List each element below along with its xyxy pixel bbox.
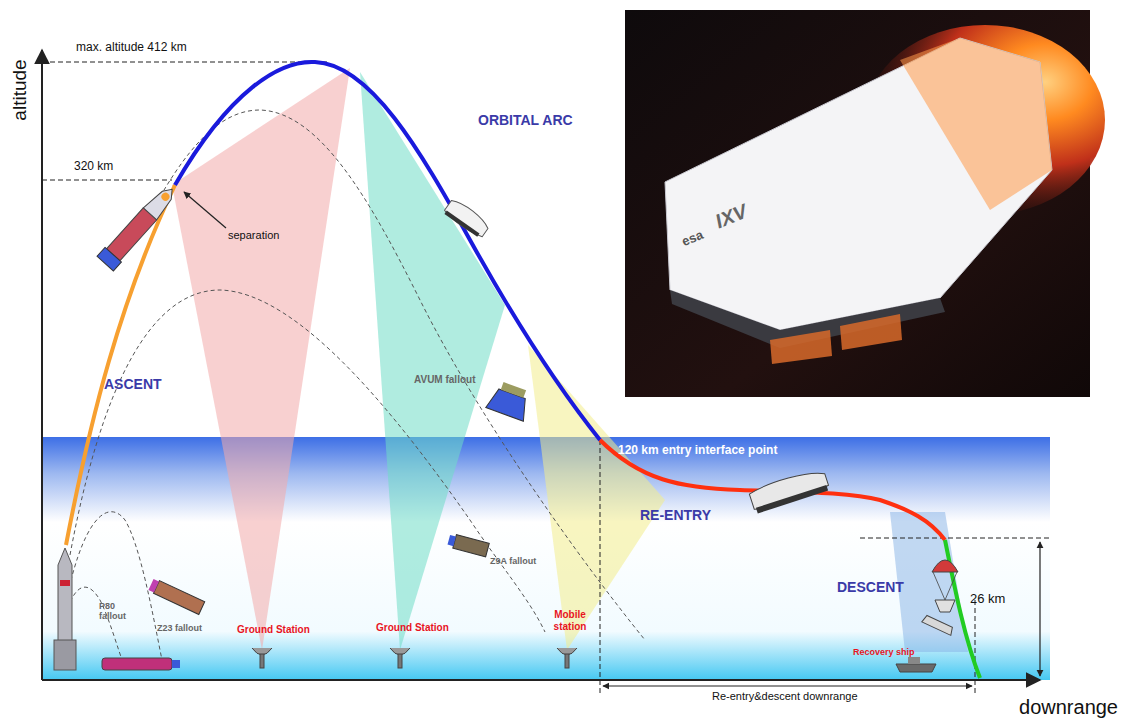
dish-mast — [260, 654, 264, 668]
vehicle-icon — [748, 467, 830, 514]
logo-text: esa — [680, 228, 706, 250]
stage-debris-icon — [148, 578, 205, 614]
vehicle-heatshield — [444, 211, 479, 237]
fallout-label: Z9A fallout — [490, 556, 536, 566]
recovery-ship-icon — [896, 657, 936, 672]
debris-top — [501, 382, 526, 398]
dashed-arc — [70, 290, 545, 632]
vehicle-icon — [922, 615, 954, 636]
station-label: Mobile station — [548, 609, 592, 632]
altitude-label: max. altitude 412 km — [76, 41, 187, 55]
ship-label: Recovery ship — [853, 647, 915, 657]
vehicle-heatshield — [756, 485, 828, 514]
axis-label: downrange — [1019, 696, 1118, 719]
debris-body — [153, 581, 204, 615]
debris-body — [102, 658, 172, 670]
launcher-icon — [54, 548, 76, 670]
leader-line — [184, 192, 226, 228]
parachute-line — [945, 572, 957, 600]
ixv-inset — [625, 10, 1105, 397]
body-flap — [770, 330, 832, 364]
vehicle-body — [935, 600, 955, 612]
body-flap — [840, 314, 902, 350]
stage-debris-icon — [486, 379, 534, 421]
stage-nozzle — [97, 247, 121, 271]
fallout-label: AVUM fallout — [414, 374, 475, 386]
station-label: Ground Station — [376, 622, 449, 634]
altitude-reference — [42, 180, 172, 181]
vehicle-body — [443, 197, 491, 239]
stage-debris-icon — [102, 658, 180, 670]
fallout-label: Z23 fallout — [157, 623, 202, 633]
ascent-trajectory — [66, 185, 175, 545]
debris-nozzle — [448, 535, 456, 546]
station-label: Ground Station — [237, 624, 310, 636]
fallout-label: P80 fallout — [99, 601, 137, 622]
ground-stations — [252, 648, 577, 668]
debris-body — [453, 535, 489, 557]
debris-nozzle — [148, 579, 159, 592]
dimension-label: 26 km — [970, 592, 1005, 607]
dashed-arc — [150, 110, 645, 640]
phase-label: DESCENT — [837, 579, 904, 595]
visibility-cone — [172, 68, 350, 650]
vehicle-icon — [443, 197, 491, 239]
orbital-trajectory — [175, 62, 600, 440]
entry-interface-label: 120 km entry interface point — [618, 444, 777, 458]
altitude-reference — [42, 62, 330, 63]
reentry-trajectory — [600, 440, 945, 540]
parachute-icon — [922, 560, 958, 635]
dish-antenna — [252, 648, 272, 668]
stage-body — [107, 208, 157, 261]
upper-stage-icon — [97, 182, 180, 271]
launcher-band — [60, 580, 70, 586]
altitude-label: 320 km — [74, 160, 113, 174]
vehicle-name: IXV — [712, 200, 751, 233]
downrange-axis — [42, 679, 1040, 681]
dish-mast — [398, 654, 402, 668]
fallout-arcs — [58, 110, 645, 665]
stage-debris-icon — [447, 533, 489, 557]
dish-antenna — [557, 648, 577, 668]
ship-hull — [896, 664, 936, 672]
dimension-label: Re-entry&descent downrange — [712, 690, 858, 703]
debris-nozzle — [172, 660, 180, 668]
entry-reference — [600, 440, 601, 694]
dish-antenna — [390, 648, 410, 668]
dimension-arrow — [1039, 542, 1040, 676]
phase-label: RE-ENTRY — [640, 507, 711, 523]
separation-point — [160, 191, 171, 202]
phase-label: ASCENT — [104, 376, 162, 392]
visibility-cone — [360, 72, 505, 650]
altitude-axis — [41, 50, 43, 680]
launcher-base — [54, 640, 76, 670]
inset-background — [625, 10, 1090, 397]
phase-label: ORBITAL ARC — [478, 112, 573, 128]
parachute-line — [933, 572, 945, 600]
heated-nose — [900, 38, 1052, 210]
vehicle-body — [665, 38, 1052, 330]
dish-mast — [565, 654, 569, 668]
ship-deck — [908, 657, 920, 664]
callout-label: separation — [228, 229, 279, 242]
parachute-canopy — [932, 560, 958, 572]
axis-label: altitude — [9, 59, 31, 120]
fairing — [143, 183, 178, 220]
dashed-arc — [62, 512, 162, 660]
vehicle-body — [922, 615, 954, 636]
descent-reference — [860, 538, 1052, 539]
dimension-arrow — [603, 685, 972, 686]
